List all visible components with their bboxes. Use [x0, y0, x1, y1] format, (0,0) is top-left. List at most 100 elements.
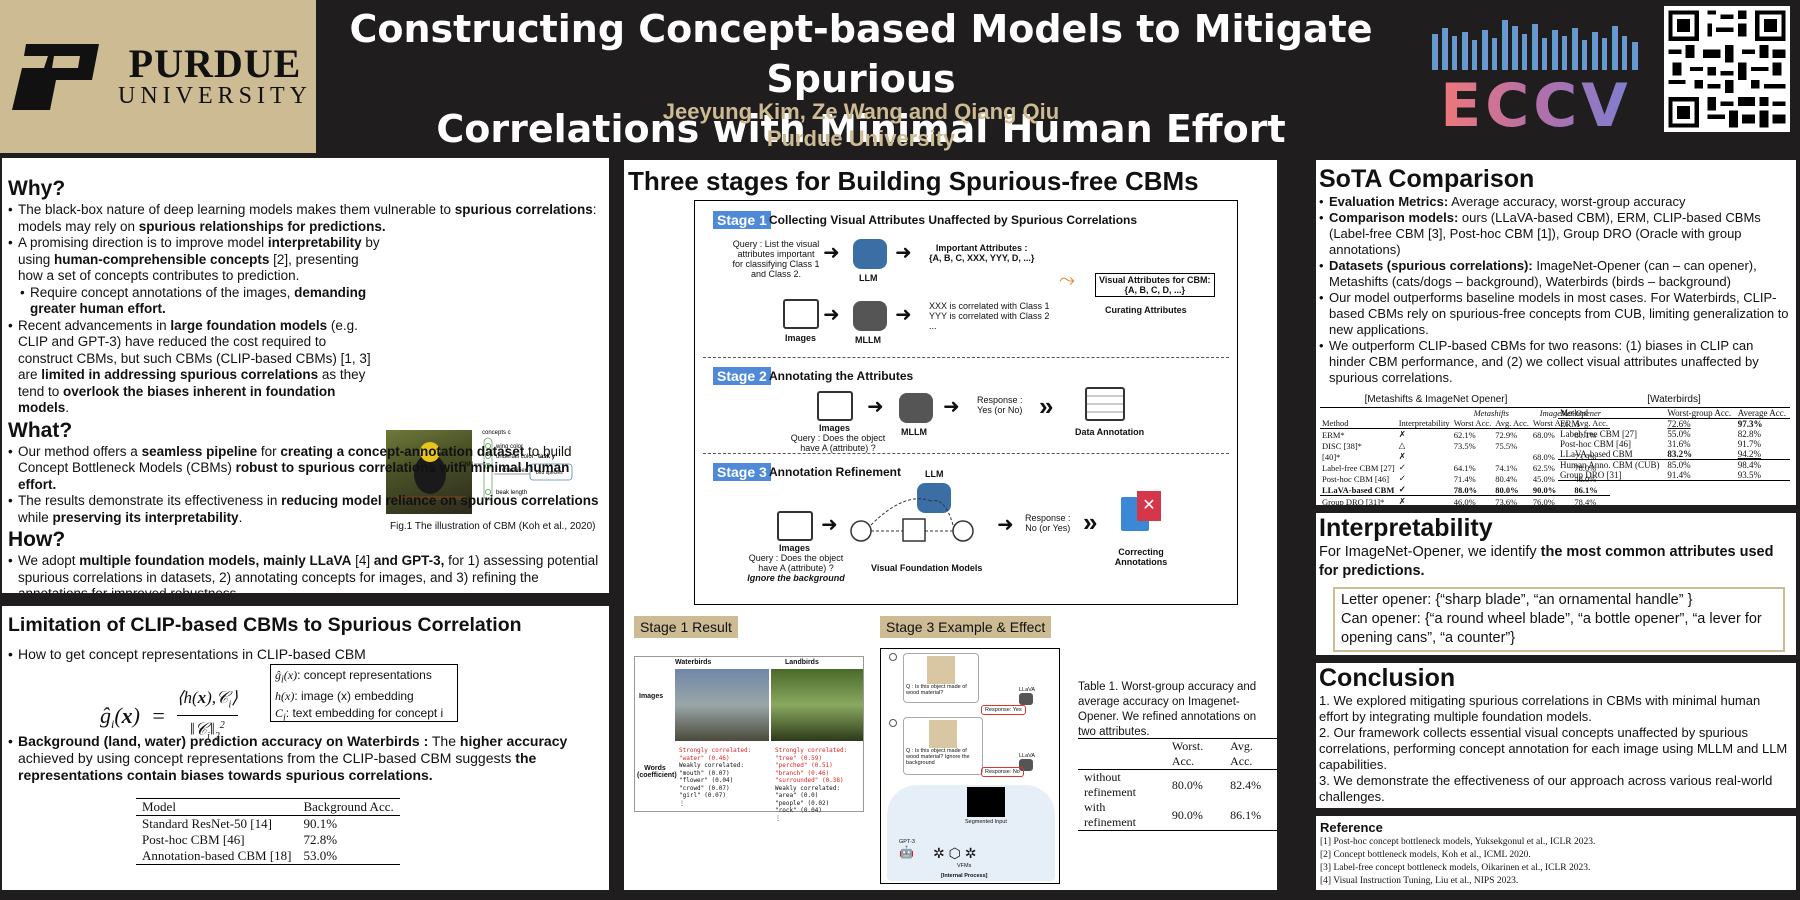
table-cell: ✗ — [1398, 496, 1406, 505]
table-row: Post-hoc CBM [46]72.8% — [142, 831, 338, 847]
fig1-caption: Fig.1 The illustration of CBM (Koh et al… — [390, 521, 596, 532]
internal-process-label: [Internal Process] — [941, 873, 988, 879]
waterbird-words: Strongly correlated: "water" (0.46) Weak… — [679, 747, 752, 807]
stage3-example-tag: Stage 3 Example & Effect — [880, 616, 1052, 638]
vfms-label: VFMs — [957, 863, 972, 869]
table-cell: 78.4% — [1574, 496, 1597, 506]
vfm-node-icon: ✲ ⬡ ✲ — [933, 845, 977, 861]
stage1-mllm-label: MLLM — [855, 335, 881, 345]
stage1-query: Query : List the visual attributes impor… — [732, 239, 820, 279]
table-header — [1078, 739, 1166, 770]
table-header: Method — [1560, 408, 1588, 418]
refinement-table: Worst. Acc. Avg. Acc. without refinement… — [1078, 738, 1277, 831]
stage1-important: Important Attributes :{A, B, C, XXX, YYY… — [929, 243, 1035, 263]
landbird-words: Strongly correlated: "tree" (0.59)"perch… — [775, 747, 848, 822]
affiliation: Purdue University — [766, 126, 956, 151]
table-cell: ✓ — [1398, 473, 1406, 483]
table-cell: 94.2% — [1737, 449, 1761, 459]
table-cell: 91.7% — [1737, 439, 1761, 449]
attributes-box: Letter opener: {“sharp blade”, “an ornam… — [1333, 587, 1785, 652]
table-cell: 97.3% — [1737, 419, 1763, 429]
what-bullet-2: The results demonstrate its effectivenes… — [8, 493, 603, 526]
llm-robot-icon — [853, 239, 887, 269]
table-cell: ✓ — [1398, 462, 1406, 472]
double-chevron-icon: » — [1039, 391, 1054, 421]
metashifts-table-block: [Metashifts & ImageNet Opener] Metashift… — [1320, 394, 1611, 506]
authors-block: Jeeyung Kim, Ze Wang and Qiang Qiu Purdu… — [316, 98, 1406, 152]
sota-bullet-4: Our model outperforms baseline models in… — [1319, 290, 1793, 338]
qr-code[interactable] — [1664, 6, 1790, 132]
arrow-icon: ➜ — [943, 396, 960, 418]
arrow-icon: ➜ — [821, 514, 838, 536]
table-cell: 31.6% — [1667, 439, 1691, 449]
table-row: ERM*✗62.1%72.9%68.0%80.1% — [1320, 429, 1610, 441]
sota-heading: SoTA Comparison — [1319, 165, 1535, 193]
table-cell: 91.4% — [1667, 470, 1691, 480]
table-cell: 73.9% — [1574, 451, 1597, 462]
table-row: Human Anno. CBM (CUB)85.0%98.4% — [1558, 459, 1790, 470]
gpt-label: GPT-3 — [899, 839, 915, 845]
why-what-how-panel: Why? The black-box nature of deep learni… — [2, 158, 609, 593]
arrow-icon: ➜ — [823, 242, 840, 264]
table-title: [Metashifts & ImageNet Opener] — [1364, 394, 1508, 405]
stage1-result-table: Waterbirds Landbirds Images Words (coeff… — [634, 656, 864, 822]
table-cell: 83.2% — [1667, 449, 1693, 459]
table-cell: 98.4% — [1737, 460, 1761, 470]
table-cell: 74.1% — [1495, 462, 1518, 473]
table-cell: 78.0% — [1453, 484, 1478, 495]
reference-item: [2] Concept bottleneck models, Koh et al… — [1320, 850, 1531, 860]
table-header: Average Acc. — [1737, 408, 1787, 418]
stage1-images-label: Images — [785, 333, 817, 343]
how-list: We adopt multiple foundation models, mai… — [8, 553, 603, 593]
how-heading: How? — [8, 528, 66, 551]
table-cell: 46.0% — [1453, 496, 1476, 506]
table-row: Post-hoc CBM [46]✓71.4%80.4%45.0%48.0% — [1320, 473, 1610, 484]
table-header: Waterbirds — [675, 659, 712, 666]
logo-university-text: UNIVERSITY — [118, 82, 312, 109]
table-header: Method — [1322, 418, 1349, 428]
double-chevron-icon: » — [1083, 507, 1098, 537]
reference-panel: Reference [1] Post-hoc concept bottlenec… — [1316, 816, 1796, 890]
stage2-data-label: Data Annotation — [1075, 427, 1145, 437]
images-icon — [777, 511, 813, 541]
table-cell: 64.1% — [1453, 462, 1476, 473]
stage3-example-figure: Q : Is this object made of wood material… — [880, 648, 1060, 884]
sota-bullet-2: Comparison models: ours (LLaVA-based CBM… — [1319, 210, 1793, 258]
purdue-logo: PURDUE UNIVERSITY — [0, 0, 316, 153]
how-bullet-1: We adopt multiple foundation models, mai… — [8, 553, 603, 593]
curating-icon: ⤳ — [1059, 269, 1075, 291]
arrow-icon: ➜ — [997, 514, 1014, 536]
stage3-title: Annotation Refinement — [769, 465, 901, 479]
clip-limitation-panel: Limitation of CLIP-based CBMs to Spuriou… — [2, 606, 609, 890]
clip-bullet-2: Background (land, water) prediction accu… — [8, 733, 603, 784]
response-yes: Response: Yes — [981, 705, 1026, 715]
background-acc-table: Model Background Acc. Standard ResNet-50… — [136, 797, 400, 865]
authors: Jeeyung Kim, Ze Wang and Qiang Qiu — [662, 99, 1060, 124]
gpt-icon: 🤖 — [899, 845, 914, 859]
table-cell: ✗ — [1398, 429, 1406, 439]
segmented-input-label: Segmented Input — [965, 819, 1007, 825]
table-cell: [40]* — [1322, 451, 1341, 462]
table-cell: 62.5% — [1532, 462, 1555, 473]
table-cell: 76.0% — [1532, 496, 1555, 506]
table-cell: LLaVA-based CBM — [1560, 449, 1633, 459]
why-bullet-2: A promising direction is to improve mode… — [8, 235, 384, 285]
clip-list-2: Background (land, water) prediction accu… — [8, 733, 603, 784]
clip-bullet-1: How to get concept representations in CL… — [8, 646, 603, 663]
waterbird-photo — [675, 669, 769, 741]
segmented-input-image — [967, 787, 1005, 817]
table-title: [Waterbirds] — [1647, 394, 1701, 405]
sota-bullet-5: We outperform CLIP-based CBMs for two re… — [1319, 338, 1793, 386]
stage3-response: Response :No (or Yes) — [1025, 513, 1071, 533]
table-row: LLaVA-based CBM 83.2% 94.2% — [1558, 449, 1790, 460]
table-header: Interpretability — [1398, 418, 1450, 428]
what-bullet-1: Our method offers a seamless pipeline fo… — [8, 444, 603, 494]
arrow-icon: ➜ — [895, 304, 912, 326]
poster-header: PURDUE UNIVERSITY Constructing Concept-b… — [0, 0, 1800, 155]
stage2-response: Response :Yes (or No) — [977, 395, 1023, 415]
table-header: Worst Acc. — [1453, 418, 1492, 428]
conclusion-point-2: 2. Our framework collects essential visu… — [1319, 725, 1788, 772]
